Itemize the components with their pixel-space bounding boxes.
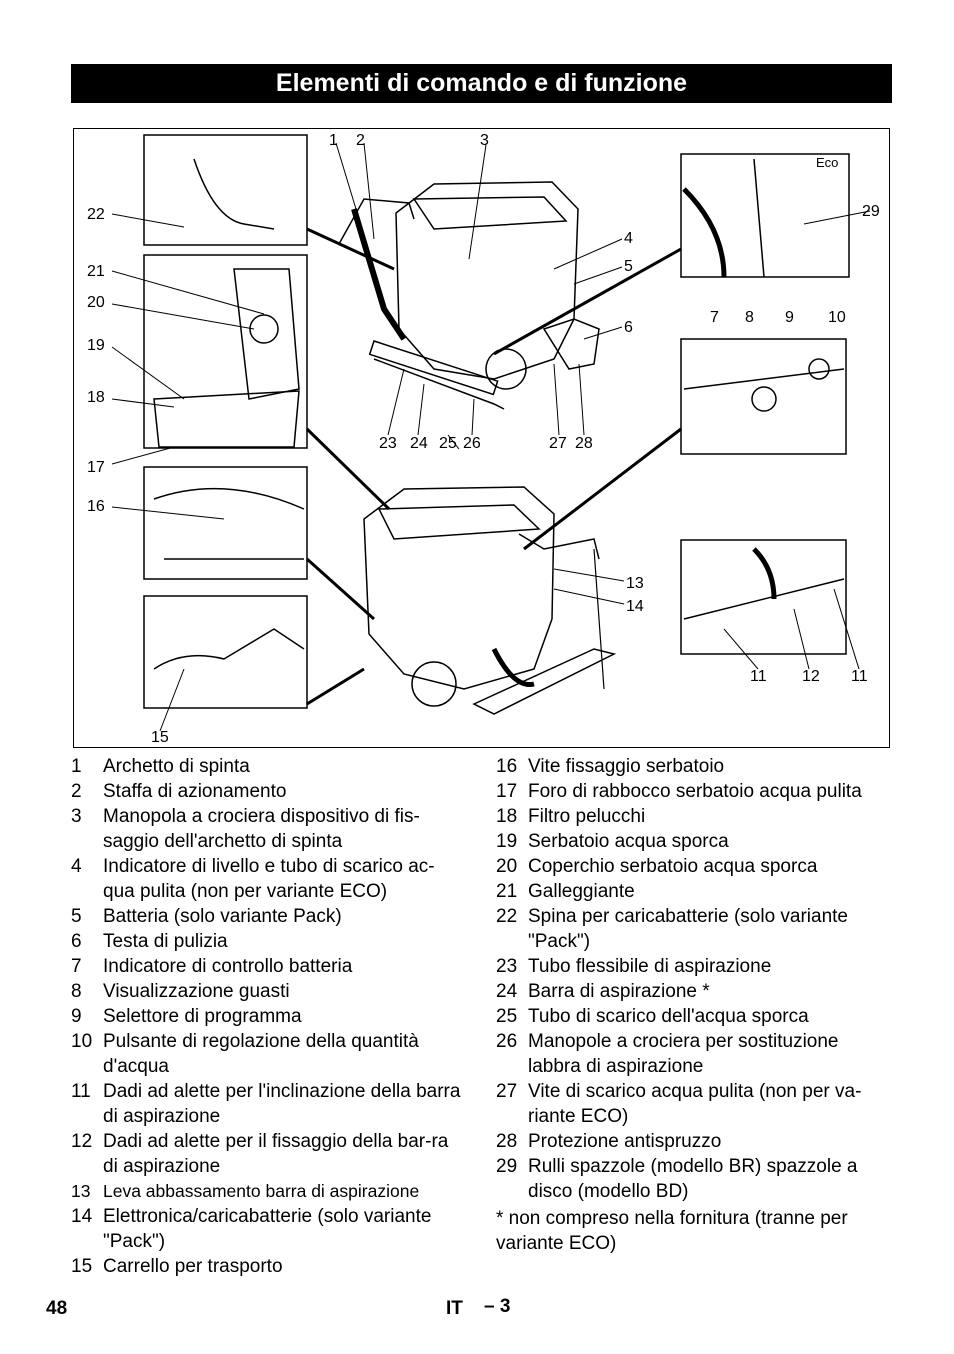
callout-17: 17 xyxy=(87,459,105,476)
callout-22: 22 xyxy=(87,206,105,223)
callout-3: 3 xyxy=(480,132,489,149)
callout-24: 24 xyxy=(410,435,428,452)
callout-1: 1 xyxy=(329,132,338,149)
callout-23: 23 xyxy=(379,435,397,452)
callout-12: 12 xyxy=(802,668,820,685)
language-code: IT xyxy=(446,1298,463,1319)
detail-box-7-10 xyxy=(680,338,847,455)
callout-8: 8 xyxy=(745,309,754,326)
callout-5: 5 xyxy=(624,258,633,275)
callout-13: 13 xyxy=(626,575,644,592)
callout-28: 28 xyxy=(575,435,593,452)
callout-26: 26 xyxy=(463,435,481,452)
callout-14: 14 xyxy=(626,598,644,615)
detail-box-15 xyxy=(143,595,308,709)
callout-18: 18 xyxy=(87,389,105,406)
callout-15: 15 xyxy=(151,729,169,746)
detail-box-17-21 xyxy=(143,254,308,449)
footnote: * non compreso nella fornitura (tranne p… xyxy=(496,1208,848,1254)
detail-box-11-12 xyxy=(680,539,847,655)
callout-10: 10 xyxy=(828,309,846,326)
detail-box-16 xyxy=(143,466,308,580)
page-title: Elementi di comando e di funzione xyxy=(71,64,892,103)
callout-27: 27 xyxy=(549,435,567,452)
callout-11-right: 11 xyxy=(851,668,868,685)
detail-box-22 xyxy=(143,134,308,246)
callout-7: 7 xyxy=(710,309,719,326)
callout-11-left: 11 xyxy=(750,668,767,685)
callout-20: 20 xyxy=(87,294,105,311)
section-number: – 3 xyxy=(484,1296,511,1317)
callout-25: 25 xyxy=(439,435,457,452)
callout-21: 21 xyxy=(87,263,105,280)
callout-6: 6 xyxy=(624,319,633,336)
callout-2: 2 xyxy=(356,132,365,149)
page-number: 48 xyxy=(46,1298,68,1319)
callout-4: 4 xyxy=(624,230,633,247)
callout-9: 9 xyxy=(785,309,794,326)
machine-illustration: 1 2 3 4 5 6 7 8 9 10 11 12 11 13 14 15 1… xyxy=(73,128,890,748)
eco-label: Eco xyxy=(816,155,839,170)
illustration-drawing xyxy=(111,134,871,732)
callout-19: 19 xyxy=(87,337,105,354)
callout-16: 16 xyxy=(87,498,105,515)
callout-29: 29 xyxy=(862,203,880,220)
